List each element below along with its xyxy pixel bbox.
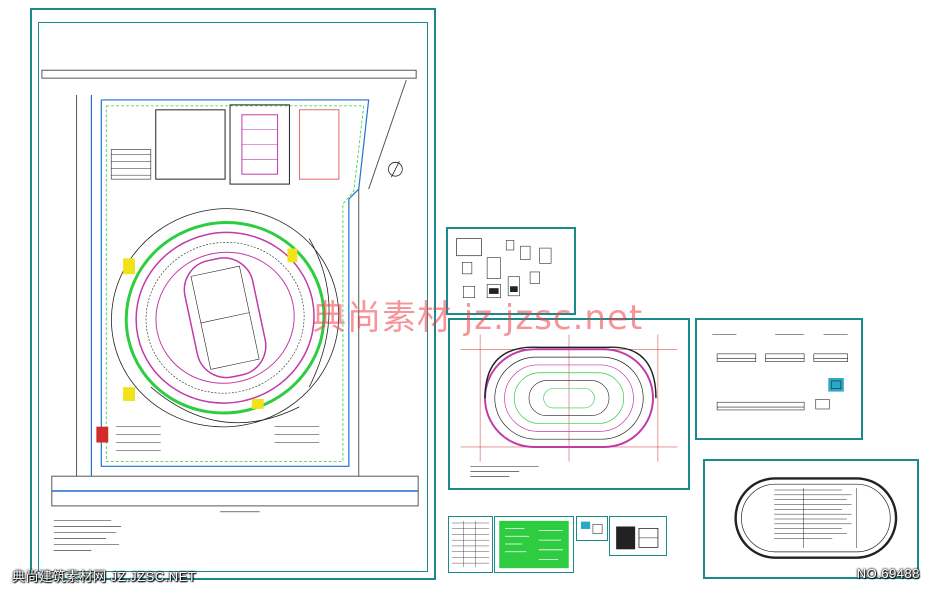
site-plan-drawing bbox=[41, 69, 419, 551]
track-detail-drawing bbox=[734, 477, 898, 559]
legend-table-drawing bbox=[451, 521, 490, 567]
section-detail-thumbnail[interactable] bbox=[609, 516, 667, 556]
track-plan-drawing bbox=[460, 334, 678, 477]
sections-drawing bbox=[712, 334, 848, 411]
detail-drawing-a bbox=[456, 238, 552, 299]
track-detail-sheet[interactable] bbox=[703, 459, 919, 579]
small-detail-thumbnail[interactable] bbox=[576, 516, 608, 541]
section-detail-drawing bbox=[616, 526, 659, 550]
sheet-inner-frame bbox=[38, 22, 428, 572]
footer-site-name: 典尚建筑素材网 JZ.JZSC.NET bbox=[12, 569, 197, 584]
detail-sheet-a[interactable] bbox=[446, 227, 576, 315]
small-detail-drawing bbox=[580, 521, 603, 534]
planting-drawing bbox=[499, 520, 569, 569]
track-plan-sheet[interactable] bbox=[448, 318, 690, 490]
site-plan-sheet[interactable] bbox=[30, 8, 436, 580]
sections-sheet[interactable] bbox=[695, 318, 863, 440]
footer-item-number: NO.69488 bbox=[856, 566, 920, 581]
watermark-text: 典尚素材 jz.jzsc.net bbox=[312, 298, 644, 338]
legend-table-thumbnail[interactable] bbox=[448, 516, 493, 573]
planting-thumbnail[interactable] bbox=[494, 516, 574, 573]
